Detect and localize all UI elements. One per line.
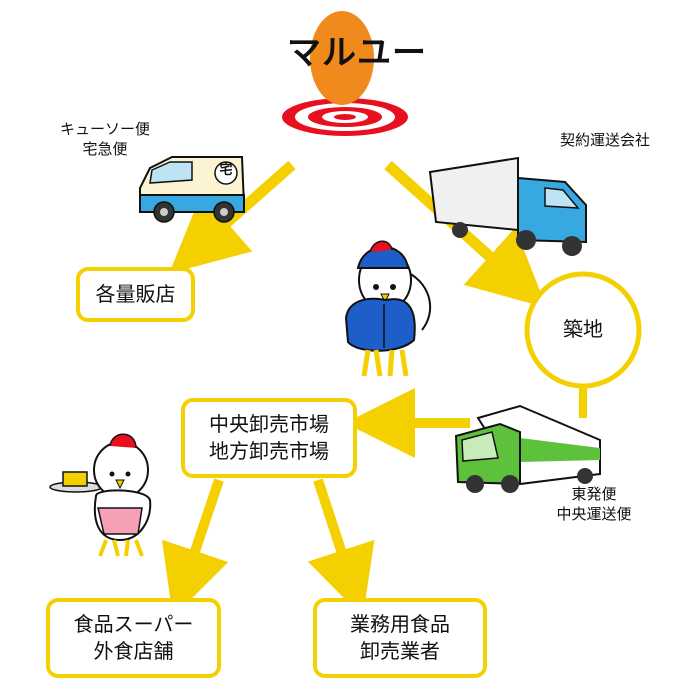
kyuso-label: キューソー便 宅急便 [30, 120, 180, 159]
wholesalers-line1: 業務用食品 [350, 612, 450, 636]
wholesalers-box: 業務用食品 卸売業者 [313, 598, 487, 678]
east-line1: 東発便 [571, 485, 617, 503]
brand-logo-text: マルユー [287, 33, 427, 73]
supermarkets-line2: 外食店舗 [93, 639, 174, 663]
delivery-van-icon [139, 156, 246, 223]
east-line2: 中央運送便 [556, 504, 632, 523]
arrow-to-wholesalers [307, 478, 375, 618]
supermarkets-line1: 食品スーパー [73, 612, 194, 636]
contract-truck-icon [428, 156, 587, 256]
green-truck-icon [454, 404, 601, 493]
markets-box: 中央卸売市場 地方卸売市場 [181, 398, 357, 478]
chicken-mascot-icon [344, 240, 432, 377]
stores-label: 各量販店 [95, 282, 176, 306]
kyuso-line1: キューソー便 [59, 120, 150, 138]
kyuso-line2: 宅急便 [82, 139, 128, 158]
supermarkets-box: 食品スーパー 外食店舗 [46, 598, 221, 678]
waiter-chicken-icon [49, 433, 152, 557]
markets-line1: 中央卸売市場 [209, 412, 329, 436]
arrow-to-supermarkets [161, 478, 229, 618]
logo-target-icon [282, 11, 408, 136]
markets-line2: 地方卸売市場 [209, 439, 329, 463]
contract-carrier-label: 契約運送会社 [559, 131, 650, 149]
tsukiji-circle [524, 271, 642, 389]
van-badge-label: 宅 [219, 163, 233, 178]
stores-box: 各量販店 [76, 267, 195, 322]
tsukiji-label: 築地 [563, 317, 603, 341]
east-carrier-label: 東発便 中央運送便 [524, 485, 664, 524]
wholesalers-line2: 卸売業者 [360, 639, 440, 663]
